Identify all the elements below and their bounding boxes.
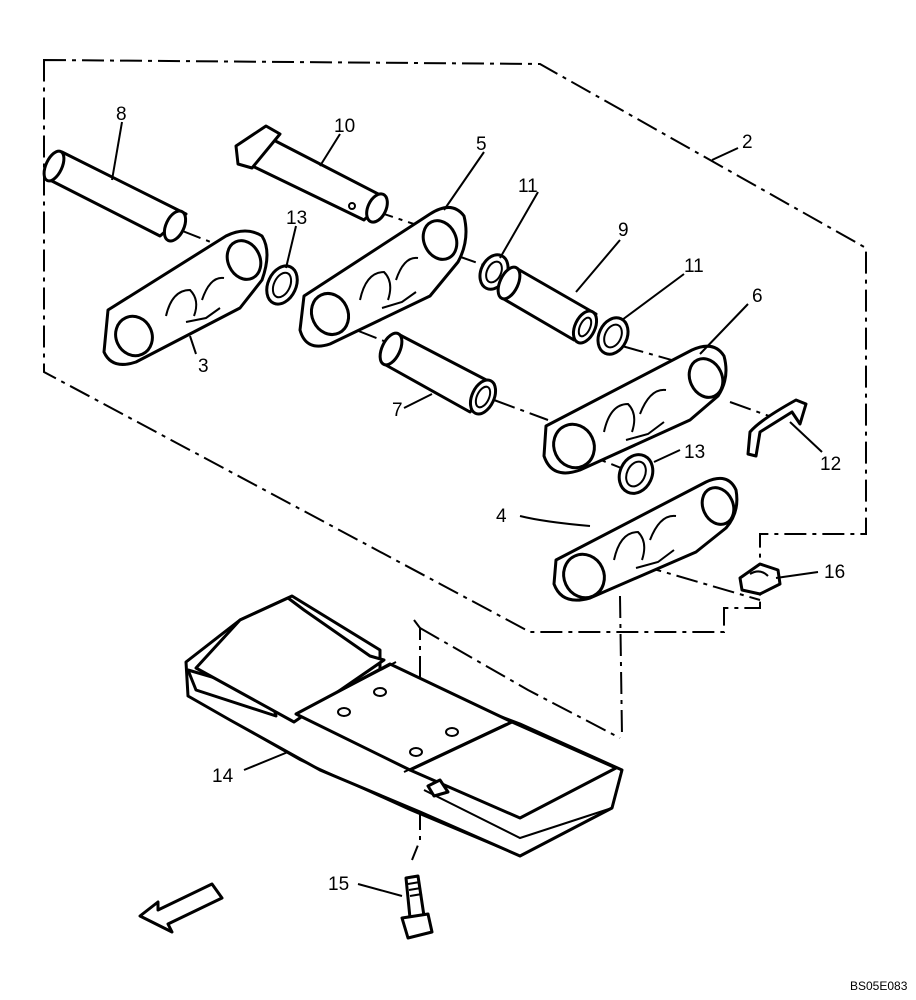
callout-10: 10 — [334, 116, 355, 137]
part-9-bushing — [496, 265, 599, 345]
part-13-seal-lower — [617, 453, 655, 495]
part-11-seal-right — [596, 316, 630, 356]
callout-2: 2 — [742, 132, 753, 153]
callout-3: 3 — [198, 356, 209, 377]
part-3-link — [102, 229, 269, 366]
part-5-link — [298, 206, 468, 348]
callout-11-lower: 11 — [684, 256, 704, 277]
callout-8: 8 — [116, 104, 127, 125]
callout-labels: 2 3 4 5 6 7 8 9 10 11 11 12 13 13 14 15 … — [116, 104, 908, 993]
callout-7: 7 — [392, 400, 403, 421]
callout-11-upper: 11 — [518, 176, 538, 197]
callout-6: 6 — [752, 286, 763, 307]
part-6-link — [542, 344, 728, 475]
callout-9: 9 — [618, 220, 629, 241]
callout-15: 15 — [328, 874, 349, 895]
leader-lines — [111, 121, 823, 897]
assembly-outline — [43, 58, 867, 633]
part-13-seal-upper — [265, 264, 299, 306]
part-14-track-shoe — [184, 594, 624, 858]
callout-5: 5 — [476, 134, 487, 155]
part-12-pin — [746, 398, 808, 458]
direction-arrow-icon — [138, 882, 224, 934]
callout-16: 16 — [824, 562, 845, 583]
callout-13-lower: 13 — [684, 442, 705, 463]
part-8-pin — [42, 149, 188, 243]
callout-12: 12 — [820, 454, 841, 475]
part-15-bolt — [400, 874, 434, 940]
callout-13-upper: 13 — [286, 208, 307, 229]
callout-14: 14 — [212, 766, 234, 787]
part-10-pin — [234, 124, 389, 224]
part-4-link — [552, 476, 739, 602]
part-16-nut — [738, 562, 782, 596]
part-7-bushing — [378, 331, 498, 416]
figure-code: BS05E083 — [850, 979, 908, 993]
callout-4: 4 — [496, 506, 507, 527]
